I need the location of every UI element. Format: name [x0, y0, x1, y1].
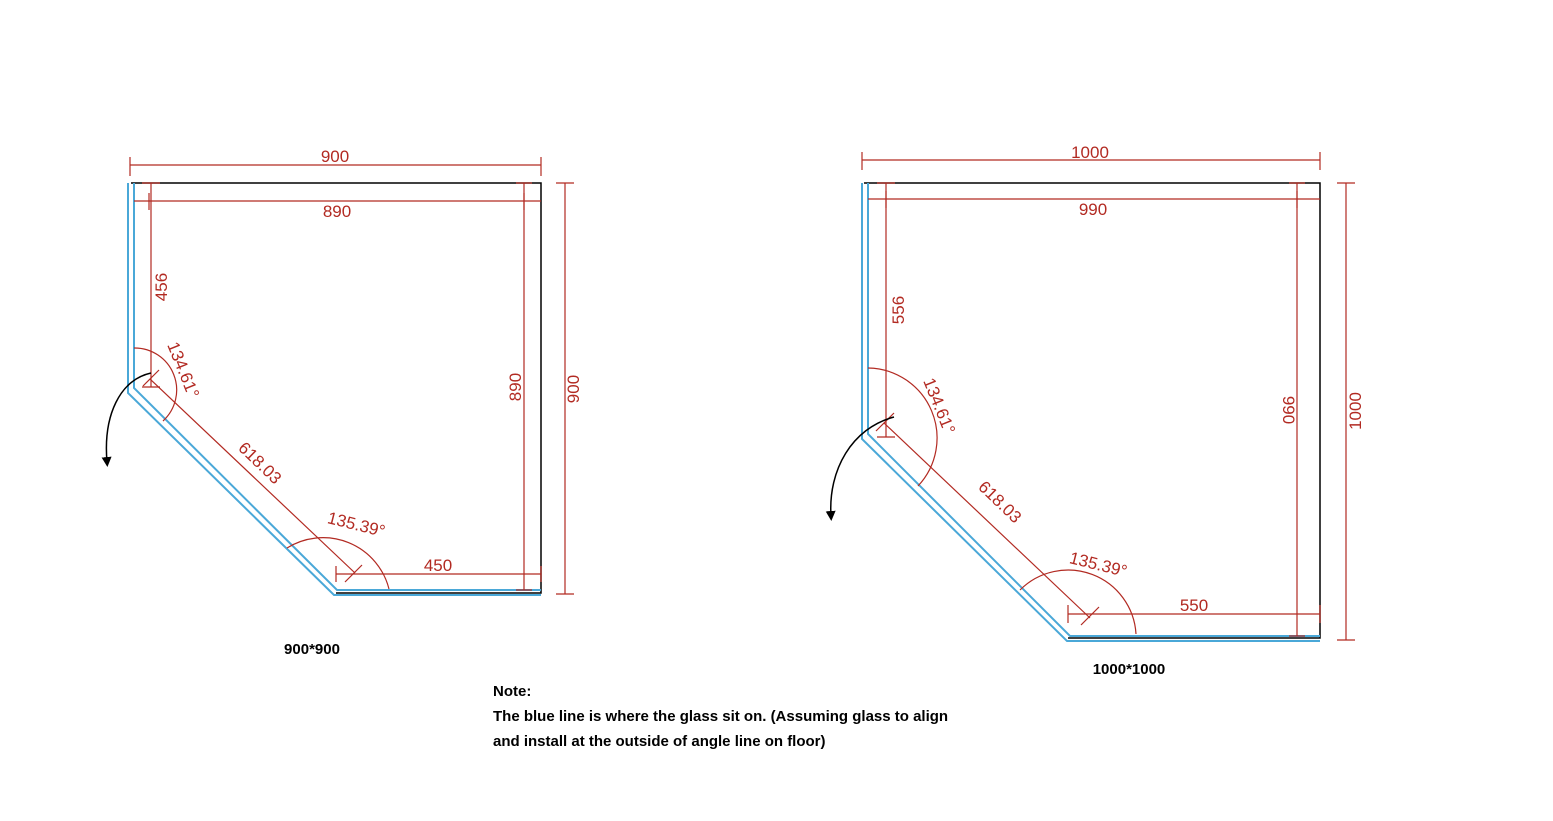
- note-block: Note: The blue line is where the glass s…: [493, 679, 948, 754]
- dimension-lines: [129, 157, 574, 595]
- glass-line: [861, 183, 1320, 642]
- dim-bottom-length: 450: [424, 556, 452, 575]
- dim-inner-height: 890: [506, 373, 525, 401]
- diagram-1000: 1000 990 556 990 1000 134.61° 618.03 135…: [825, 143, 1365, 678]
- note-line-2: and install at the outside of angle line…: [493, 733, 826, 750]
- dimension-lines: [861, 152, 1355, 641]
- diagram-caption: 1000*1000: [1093, 661, 1166, 678]
- dim-bottom-length: 550: [1180, 596, 1208, 615]
- diagram-900: 900 890 456 890 900 134.61° 618.03 135.3…: [101, 147, 583, 658]
- door-swing-arrow: [825, 416, 895, 521]
- dim-angle-bottom: 135.39°: [326, 508, 388, 541]
- dim-outer-height: 900: [564, 375, 583, 403]
- dim-outer-width: 1000: [1071, 143, 1109, 162]
- note-line-1: The blue line is where the glass sit on.…: [493, 708, 949, 725]
- dim-outer-width: 900: [321, 147, 349, 166]
- dim-inner-width: 890: [323, 202, 351, 221]
- glass-line: [127, 183, 541, 596]
- dim-angle-bottom: 135.39°: [1068, 548, 1130, 581]
- frame-outline: [131, 182, 542, 594]
- dim-side-length: 456: [152, 273, 171, 301]
- diagram-caption: 900*900: [284, 641, 340, 658]
- dim-angle-top: 134.61°: [163, 339, 203, 401]
- dim-angle-top: 134.61°: [919, 375, 959, 437]
- door-swing-arrow: [101, 372, 152, 467]
- frame-outline: [864, 182, 1321, 639]
- dim-outer-height: 1000: [1346, 392, 1365, 430]
- dim-inner-width: 990: [1079, 200, 1107, 219]
- dim-diagonal: 618.03: [235, 438, 286, 488]
- note-title: Note:: [493, 683, 532, 700]
- dim-inner-height: 990: [1279, 396, 1298, 424]
- dim-diagonal: 618.03: [975, 477, 1026, 527]
- dim-side-length: 556: [889, 296, 908, 324]
